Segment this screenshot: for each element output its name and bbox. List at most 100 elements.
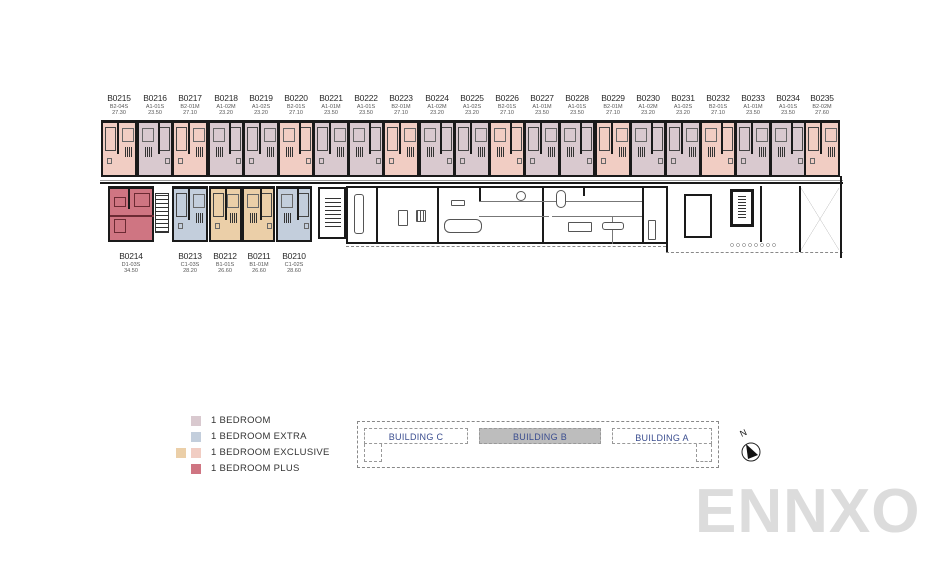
unit-b0233[interactable] — [735, 120, 771, 177]
wardrobe — [230, 213, 237, 223]
meeting-table — [602, 222, 624, 230]
unit-type: B2-04S — [109, 103, 129, 110]
unit-b0215[interactable] — [101, 120, 137, 177]
wall — [376, 186, 378, 244]
building-b[interactable]: BUILDING B — [479, 428, 601, 444]
unit-b0227[interactable] — [524, 120, 560, 177]
unit-code: B0212 — [213, 251, 237, 261]
unit-b0232[interactable] — [700, 120, 736, 177]
desk — [601, 158, 606, 164]
partition — [260, 189, 262, 220]
unit-type: A1-02M — [638, 103, 658, 110]
desk — [107, 158, 112, 164]
wardrobe — [337, 147, 344, 157]
unit-b0221[interactable] — [313, 120, 349, 177]
bed — [193, 128, 205, 142]
unit-b0219[interactable] — [243, 120, 279, 177]
bed — [616, 128, 628, 142]
unit-b0229[interactable] — [595, 120, 631, 177]
unit-b0231[interactable] — [665, 120, 701, 177]
unit-code: B0211 — [247, 251, 271, 261]
sofa — [114, 197, 126, 207]
unit-type: B2-01M — [391, 103, 411, 110]
unit-code: B0210 — [282, 251, 306, 261]
partition — [510, 123, 512, 154]
unit-type: A1-01M — [743, 103, 763, 110]
partition — [225, 189, 227, 220]
unit-b0213[interactable] — [172, 186, 208, 242]
wall — [346, 242, 666, 244]
bath — [134, 193, 150, 207]
unit-type: B2-01S — [497, 103, 517, 110]
building-c[interactable]: BUILDING C — [364, 428, 468, 444]
unit-b0230[interactable] — [630, 120, 666, 177]
unit-b0217[interactable] — [172, 120, 208, 177]
wardrobe — [497, 147, 504, 157]
building-a[interactable]: BUILDING A — [612, 428, 712, 444]
void-cross — [801, 188, 839, 250]
partition — [681, 123, 683, 154]
unit-b0214[interactable] — [108, 186, 154, 242]
bed — [564, 128, 576, 142]
unit-b0228[interactable] — [559, 120, 595, 177]
bench-seats — [729, 242, 777, 248]
bed — [334, 128, 346, 142]
bed — [825, 128, 837, 142]
wardrobe — [407, 147, 414, 157]
partition — [329, 123, 331, 154]
legend-label: 1 BEDROOM EXCLUSIVE — [211, 447, 330, 458]
unit-code: B0214 — [119, 251, 143, 261]
wall — [437, 186, 439, 244]
wardrobe — [145, 147, 152, 157]
unit-type: B2-02M — [812, 103, 832, 110]
unit-area: 23.20 — [641, 110, 655, 116]
bathroom — [213, 193, 224, 217]
unit-b0211[interactable] — [242, 186, 275, 242]
unit-b0225[interactable] — [454, 120, 490, 177]
unit-b0210[interactable] — [276, 186, 312, 242]
unit-area: 27.10 — [394, 110, 408, 116]
unit-area: 23.50 — [148, 110, 162, 116]
unit-type: B1-01S — [215, 261, 235, 268]
table — [416, 210, 426, 222]
wall — [479, 216, 549, 217]
unit-code: B0233 — [741, 93, 765, 103]
key-plan: BUILDING C BUILDING B BUILDING A — [357, 421, 719, 468]
desk — [810, 158, 815, 164]
bed — [775, 128, 787, 142]
wall — [128, 189, 130, 209]
bathroom — [669, 127, 680, 151]
unit-code: B0228 — [565, 93, 589, 103]
desk — [728, 158, 733, 164]
unit-code: B0232 — [706, 93, 730, 103]
bed — [283, 128, 295, 142]
unit-b0212[interactable] — [209, 186, 242, 242]
unit-b0223[interactable] — [383, 120, 419, 177]
unit-b0220[interactable] — [278, 120, 314, 177]
wall — [666, 186, 668, 252]
unit-type: A1-01S — [778, 103, 798, 110]
unit-code: B0219 — [249, 93, 273, 103]
unit-code: B0223 — [389, 93, 413, 103]
partition — [158, 123, 160, 154]
unit-b0234[interactable] — [770, 120, 806, 177]
unit-type: A1-01S — [356, 103, 376, 110]
unit-b0222[interactable] — [348, 120, 384, 177]
unit-area: 23.50 — [324, 110, 338, 116]
desk — [249, 158, 254, 164]
swatch-exclusive-tan — [176, 448, 186, 458]
unit-b0224[interactable] — [419, 120, 455, 177]
unit-b0218[interactable] — [208, 120, 244, 177]
oval-table — [556, 190, 566, 208]
unit-b0226[interactable] — [489, 120, 525, 177]
unit-code: B0216 — [143, 93, 167, 103]
unit-b0235[interactable] — [804, 120, 840, 177]
unit-b0216[interactable] — [137, 120, 173, 177]
partition — [399, 123, 401, 154]
unit-type: B2-01M — [180, 103, 200, 110]
